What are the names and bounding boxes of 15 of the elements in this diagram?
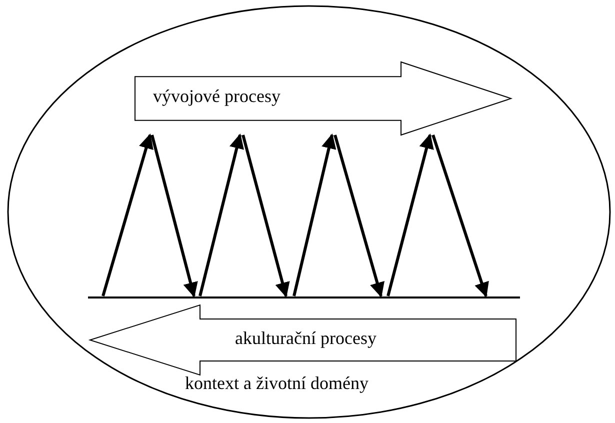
arrow bbox=[150, 134, 198, 298]
process-label: akulturační procesy bbox=[235, 328, 376, 349]
context-ellipse bbox=[6, 4, 612, 420]
arrow bbox=[432, 134, 489, 298]
arrow bbox=[386, 134, 434, 296]
arrow bbox=[102, 134, 154, 296]
arrow bbox=[198, 134, 244, 296]
arrow bbox=[242, 134, 290, 298]
baseline bbox=[88, 296, 520, 299]
process-label: vývojové procesy bbox=[153, 86, 280, 107]
block-arrow bbox=[135, 62, 511, 135]
block-arrow bbox=[90, 305, 516, 375]
context-label: kontext a životní domény bbox=[185, 373, 368, 394]
arrow bbox=[292, 134, 336, 296]
arrow bbox=[334, 134, 384, 298]
